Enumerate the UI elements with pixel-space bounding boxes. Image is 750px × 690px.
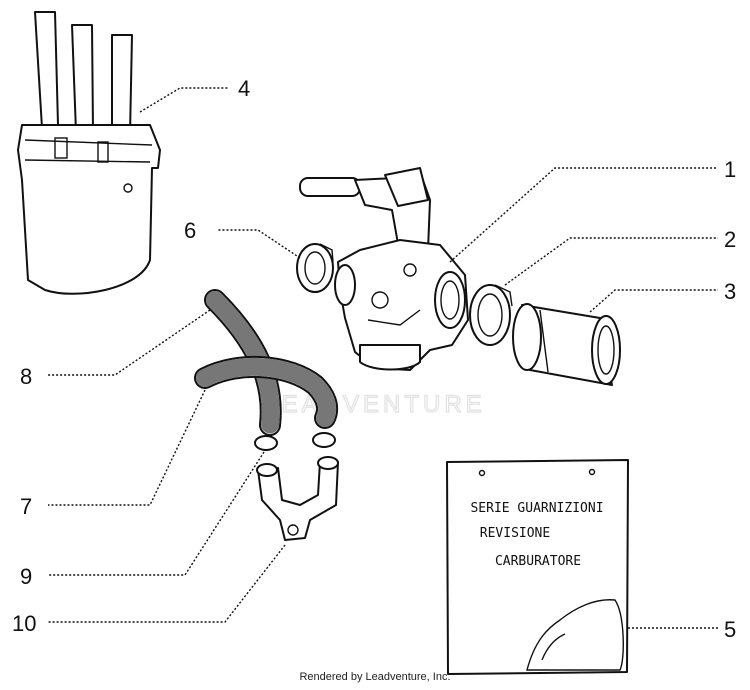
part-1-carburettor[interactable] — [299, 167, 469, 371]
part-2-clamp[interactable] — [469, 284, 513, 346]
leader-2 — [504, 237, 718, 286]
leader-10 — [48, 544, 286, 623]
leader-8 — [48, 309, 211, 376]
callout-1: 1 — [724, 157, 736, 182]
part-10-y-fitting[interactable] — [256, 456, 339, 541]
callout-9: 9 — [20, 564, 32, 589]
callout-7: 7 — [20, 494, 32, 519]
kit-title-line1: SERIE GUARNIZIONI — [470, 501, 603, 516]
callout-10: 10 — [12, 611, 36, 636]
callout-3: 3 — [724, 279, 736, 304]
part-5-gasket-kit[interactable]: SERIE GUARNIZIONI REVISIONE CARBURATORE — [446, 459, 629, 675]
leader-9 — [48, 451, 265, 576]
watermark-text: LEADVENTURE — [264, 391, 485, 418]
leader-4 — [139, 87, 228, 113]
leader-3 — [589, 289, 718, 313]
kit-title-line2: REVISIONE — [480, 526, 550, 541]
callout-8: 8 — [20, 364, 32, 389]
leader-6 — [218, 229, 301, 259]
part-3-sleeve[interactable] — [512, 303, 621, 386]
part-6-clamp[interactable] — [296, 243, 334, 293]
leader-1 — [449, 167, 718, 263]
callout-4: 4 — [238, 76, 250, 101]
callout-5: 5 — [724, 617, 736, 642]
leader-7 — [48, 389, 206, 506]
part-7-vent-hose[interactable] — [194, 355, 339, 429]
callout-2: 2 — [724, 227, 736, 252]
part-4-intake-plate[interactable] — [17, 11, 161, 295]
footer-credit: Rendered by Leadventure, Inc. — [299, 671, 450, 683]
callout-6: 6 — [184, 218, 196, 243]
kit-title-line3: CARBURATORE — [495, 554, 581, 569]
part-9-hose-clamps[interactable] — [254, 432, 336, 451]
